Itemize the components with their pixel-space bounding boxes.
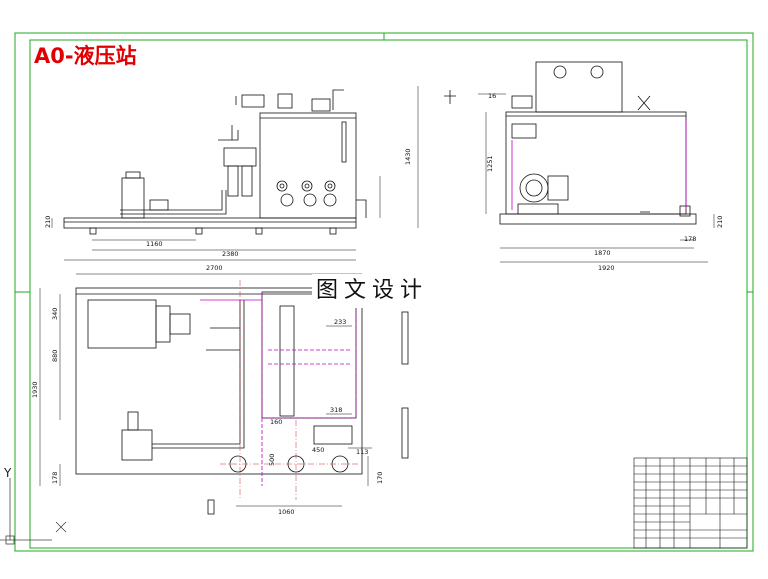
plan-dim-500: 500 <box>268 454 276 466</box>
plan-dim-178: 178 <box>51 472 59 484</box>
side-dim-1251: 1251 <box>486 155 494 172</box>
plan-dim-2700: 2700 <box>206 264 223 272</box>
side-view-pipes <box>511 120 687 210</box>
plan-dim-113: 113 <box>356 448 368 456</box>
front-dim-210: 210 <box>44 216 52 228</box>
side-dim-210: 210 <box>716 216 724 228</box>
side-dim-1870: 1870 <box>594 249 611 257</box>
front-dim-2380: 2380 <box>222 250 239 258</box>
title-block <box>633 457 748 549</box>
plan-centerlines <box>220 280 360 500</box>
plan-dim-340: 340 <box>51 308 59 320</box>
plan-dim-1060: 1060 <box>278 508 295 516</box>
plan-view-pipes <box>200 292 357 486</box>
plan-view-dimensions <box>39 273 372 507</box>
plan-dim-160: 160 <box>270 418 282 426</box>
ucs-y-label: Y <box>4 466 12 480</box>
drawing-title: A0-液压站 <box>34 44 137 68</box>
side-dim-178: 178 <box>684 235 696 243</box>
side-view-dimensions <box>478 93 715 263</box>
watermark-text: 图文设计 <box>312 274 466 308</box>
front-dim-1160: 1160 <box>146 240 163 248</box>
front-view-dimensions <box>51 86 419 261</box>
plan-dim-318: 318 <box>330 406 342 414</box>
plan-view <box>75 287 409 515</box>
front-dim-1430: 1430 <box>404 148 412 165</box>
side-dim-1920: 1920 <box>598 264 615 272</box>
front-view <box>63 89 367 235</box>
ucs-icon <box>0 478 67 545</box>
plan-dim-233: 233 <box>334 318 346 326</box>
inner-frame <box>29 39 748 549</box>
plan-dim-1930: 1930 <box>31 381 39 398</box>
plan-dim-450: 450 <box>312 446 324 454</box>
plan-dim-170: 170 <box>376 472 384 484</box>
side-view <box>444 61 697 225</box>
side-dim-16: 16 <box>488 92 496 100</box>
plan-dim-880: 880 <box>51 350 59 362</box>
